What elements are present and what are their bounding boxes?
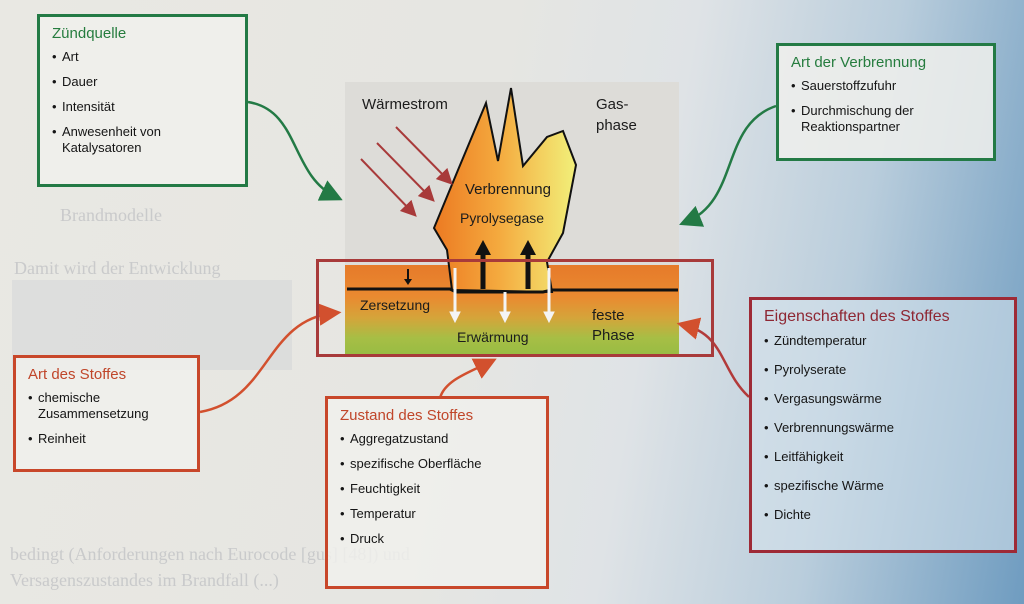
heat-flow-arrow — [395, 126, 453, 185]
heating-arrows — [449, 268, 555, 324]
combustion-label: Verbrennung — [465, 181, 551, 198]
list-item: •Dauer — [52, 74, 98, 89]
connector-material-properties — [676, 317, 750, 398]
material-properties-box: Eigenschaften des Stoffes •Zündtemperatu… — [749, 297, 1017, 553]
material-state-box: Zustand des Stoffes •Aggregatzustand •sp… — [325, 396, 549, 589]
surface-line — [347, 287, 678, 294]
list-item: •Pyrolyserate — [764, 362, 847, 377]
list-item: •Intensität — [52, 99, 115, 114]
list-item: •Reinheit — [28, 431, 86, 446]
connector-material-state — [438, 358, 497, 399]
list-item: •spezifische Oberfläche — [340, 456, 482, 471]
ignition-source-box: Zündquelle •Art •Dauer •Intensität •Anwe… — [37, 14, 248, 187]
flame-shape — [432, 87, 578, 294]
ghost-text-line: bedingt (Anforderungen nach Eurocode [gu… — [10, 544, 410, 564]
list-item: •Durchmischung der Reaktionspartner — [791, 103, 914, 134]
list-item: •chemische Zusammensetzung — [28, 390, 149, 421]
heating-label: Erwärmung — [457, 329, 529, 345]
box-title: Zündquelle — [52, 25, 127, 42]
list-item: •Sauerstoffzufuhr — [791, 78, 897, 93]
material-type-box: Art des Stoffes •chemische Zusammensetzu… — [13, 355, 200, 472]
list-item: •Dichte — [764, 507, 811, 522]
list-item: •Aggregatzustand — [340, 431, 449, 446]
pyrolysis-label: Pyrolysegase — [460, 210, 545, 226]
ghost-text-line: Damit wird der Entwicklung — [14, 258, 221, 278]
solid-phase-label: feste — [592, 307, 625, 324]
list-item: •Verbrennungswärme — [764, 420, 894, 435]
list-item: •Anwesenheit von Katalysatoren — [52, 124, 162, 155]
list-item: •Feuchtigkeit — [340, 481, 421, 496]
heat-flow-label: Wärmestrom — [362, 96, 448, 113]
connector-material-type — [199, 303, 342, 414]
heat-flow-arrow — [360, 158, 417, 217]
pyrolysis-arrowhead — [520, 240, 536, 255]
gas-phase-label: phase — [596, 117, 637, 134]
gas-phase-label: Gas- — [596, 96, 629, 113]
ghost-text-line: Brandmodelle — [60, 205, 162, 225]
pyrolysis-arrowhead — [475, 240, 491, 255]
list-item: •Art — [52, 49, 79, 64]
box-title: Zustand des Stoffes — [340, 407, 474, 424]
list-item: •Temperatur — [340, 506, 416, 521]
connector-combustion — [679, 104, 777, 227]
list-item: •spezifische Wärme — [764, 478, 884, 493]
decomposition-label: Zersetzung — [360, 297, 431, 313]
solid-phase-label: Phase — [592, 327, 635, 344]
box-title: Eigenschaften des Stoffes — [764, 308, 950, 325]
list-item: •Vergasungswärme — [764, 391, 882, 406]
solid-phase-frame — [316, 259, 714, 357]
box-title: Art der Verbrennung — [791, 54, 927, 71]
ghost-text-line: Versagenszustandes im Brandfall (...) — [10, 570, 279, 590]
list-item: •Leitfähigkeit — [764, 449, 844, 464]
decomposition-arrowhead — [404, 279, 412, 285]
list-item: •Zündtemperatur — [764, 333, 867, 348]
list-item: •Druck — [340, 531, 384, 546]
heat-flow-arrow — [376, 142, 435, 202]
combustion-type-box: Art der Verbrennung •Sauerstoffzufuhr •D… — [776, 43, 996, 161]
connector-ignition — [247, 100, 343, 201]
box-title: Art des Stoffes — [28, 366, 127, 383]
